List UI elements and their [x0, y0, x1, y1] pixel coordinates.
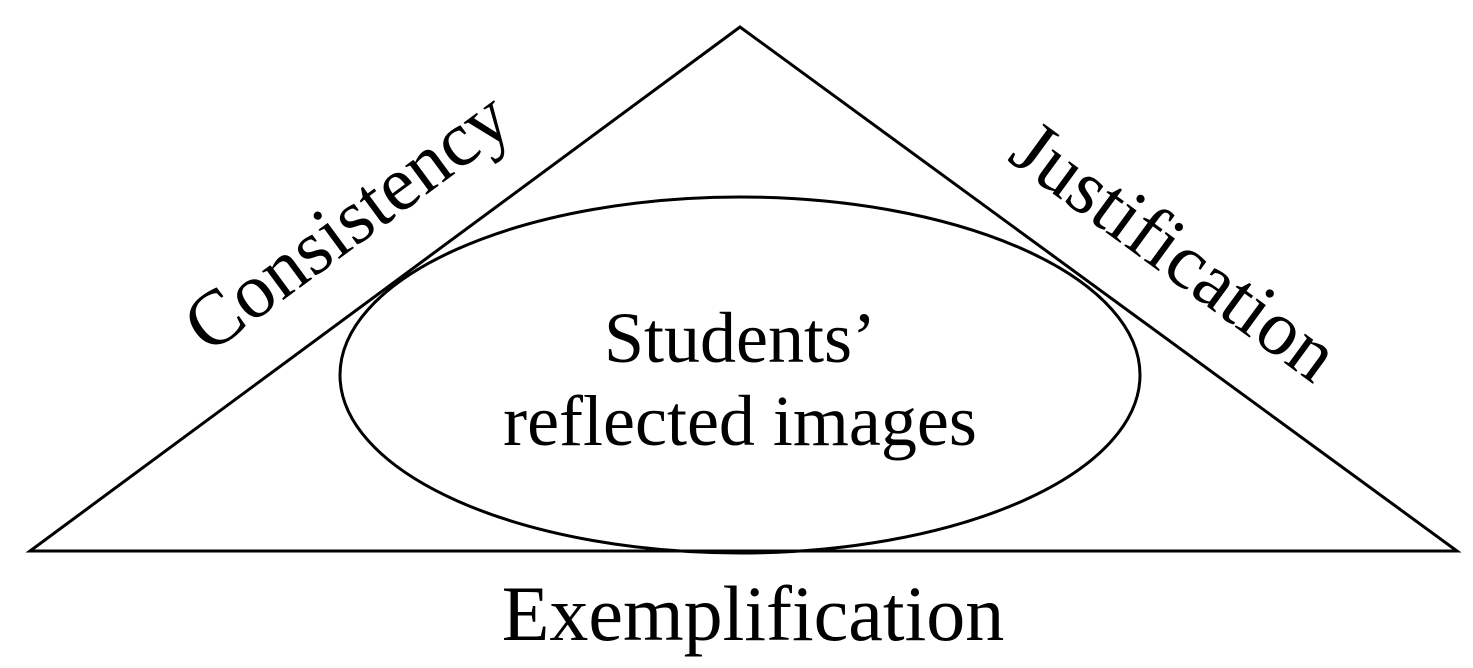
center-label-line2: reflected images	[503, 381, 977, 461]
center-ellipse	[338, 195, 1142, 555]
triangle-outline	[25, 25, 1462, 553]
center-label-line1: Students’	[604, 298, 876, 378]
bottom-side-label: Exemplification	[502, 570, 1005, 657]
left-side-label: Consistency	[167, 73, 526, 369]
right-side-label: Justification	[996, 103, 1355, 398]
